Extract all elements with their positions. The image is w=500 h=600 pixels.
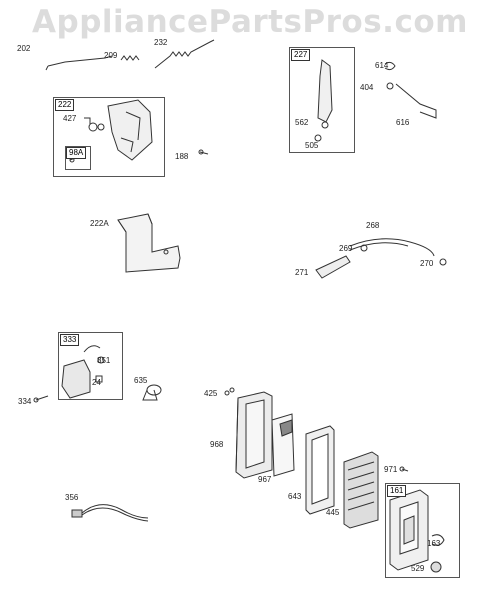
assembly-box-98A [65, 146, 91, 170]
part-161-cover[interactable] [389, 489, 429, 571]
part-227-lever[interactable] [314, 59, 333, 142]
callout-270: 270 [420, 259, 434, 268]
part-971-screw[interactable] [399, 466, 409, 472]
callout-209: 209 [104, 51, 118, 60]
assembly-label-161: 161 [387, 485, 407, 497]
part-270-nut[interactable] [439, 258, 447, 266]
part-356-wire[interactable] [71, 504, 149, 522]
part-334-screw[interactable] [33, 395, 49, 403]
part-268-cable[interactable] [349, 238, 435, 257]
callout-445: 445 [326, 508, 340, 517]
callout-614: 614 [375, 61, 389, 70]
callout-222A: 222A [90, 219, 109, 228]
assembly-label-222: 222 [55, 99, 75, 111]
callout-268: 268 [366, 221, 380, 230]
part-163-clip[interactable] [431, 534, 445, 546]
callout-232: 232 [154, 38, 168, 47]
callout-967: 967 [258, 475, 272, 484]
callout-334: 334 [18, 397, 32, 406]
assembly-box-333 [58, 332, 123, 400]
assembly-label-333: 333 [60, 334, 80, 346]
callout-427: 427 [63, 114, 77, 123]
part-404-bracket[interactable] [386, 82, 437, 119]
part-968-base[interactable] [235, 391, 273, 479]
assembly-box-227 [289, 47, 355, 153]
assembly-box-161 [385, 483, 460, 578]
callout-188: 188 [175, 152, 189, 161]
part-202-rod[interactable] [45, 55, 113, 71]
part-232-spring[interactable] [154, 39, 215, 69]
part-529-knob[interactable] [430, 561, 442, 573]
part-222-governor-control[interactable] [84, 99, 153, 161]
callout-356: 356 [65, 493, 79, 502]
watermark-banner: AppliancePartsPros.com [32, 4, 468, 40]
part-614-clip[interactable] [384, 61, 396, 71]
part-425-screw[interactable] [224, 387, 235, 396]
callout-505: 505 [305, 141, 319, 150]
callout-562: 562 [295, 118, 309, 127]
callout-269: 269 [339, 244, 353, 253]
assembly-label-98A: 98A [66, 147, 87, 159]
callout-163: 163 [427, 539, 441, 548]
callout-271: 271 [295, 268, 309, 277]
callout-425: 425 [204, 389, 218, 398]
callout-968: 968 [210, 440, 224, 449]
part-635-bushing[interactable] [142, 384, 162, 401]
part-333-switch[interactable] [61, 345, 105, 399]
callout-851: 851 [97, 356, 111, 365]
callout-529: 529 [411, 564, 425, 573]
callout-971: 971 [384, 465, 398, 474]
part-222A-bracket[interactable] [117, 213, 181, 273]
part-269-clamp[interactable] [360, 244, 368, 252]
callout-635: 635 [134, 376, 148, 385]
part-967-gasket[interactable] [271, 413, 295, 477]
part-271-lever[interactable] [315, 255, 351, 279]
callout-616: 616 [396, 118, 410, 127]
callout-404: 404 [360, 83, 374, 92]
assembly-label-227: 227 [291, 49, 311, 61]
callout-643: 643 [288, 492, 302, 501]
part-643-frame[interactable] [305, 425, 335, 515]
callout-202: 202 [17, 44, 31, 53]
part-209-spring[interactable] [120, 55, 140, 61]
callout-24: 24 [92, 378, 101, 387]
part-445-filter[interactable] [343, 451, 379, 529]
part-188-screw[interactable] [198, 149, 209, 155]
assembly-box-222 [53, 97, 165, 177]
